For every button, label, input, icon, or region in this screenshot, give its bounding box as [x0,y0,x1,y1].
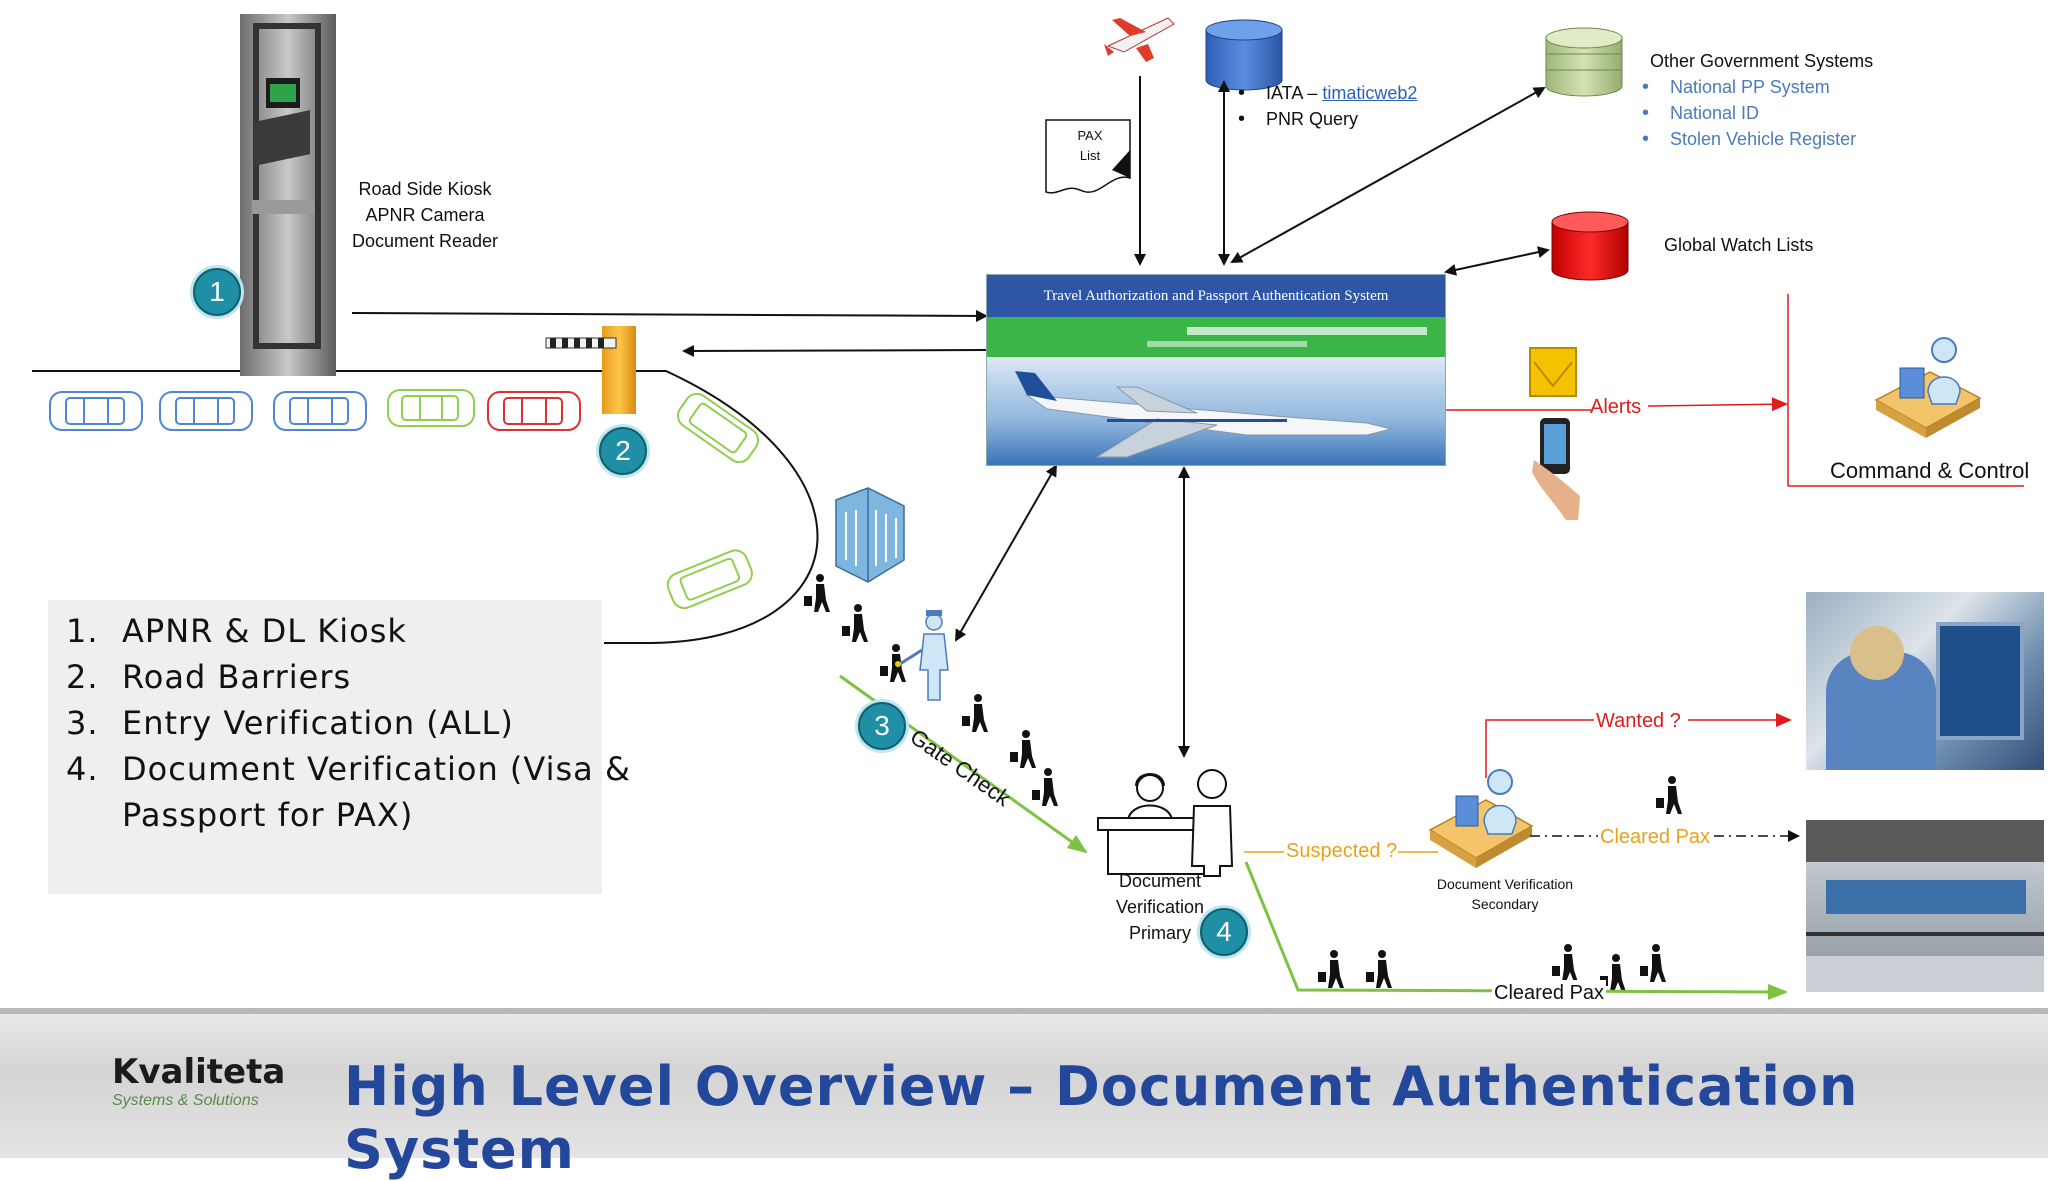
road-curve [32,370,819,644]
primary-label-line-1: Document [1118,871,1202,891]
pnr-query-item: PNR Query [1234,106,1417,132]
legend-item-4-text: Document Verification (Visa & [122,750,631,788]
airport-counter-photo [1806,820,2044,992]
legend-item-1-text: APNR & DL Kiosk [122,612,407,650]
airplane-icon [1104,17,1175,62]
legend-item-3-num: 3. [66,704,99,742]
secondary-inspection-photo [1806,592,2044,770]
primary-label-line-3: Primary [1129,923,1191,943]
kiosk-label-line-3: Document Reader [351,231,499,251]
system-hero-image [987,357,1445,465]
kiosk-label-line-2: APNR Camera [365,205,485,225]
watch-list-database-icon [1551,211,1629,281]
slide-title: High Level Overview – Document Authentic… [344,1055,1859,1181]
primary-desk-icon [1097,769,1234,877]
legend-item-2-text: Road Barriers [122,658,352,696]
primary-label-line-2: Verification [1115,897,1205,917]
photo-ceiling [1806,820,2044,862]
other-gov-item-national-id: National ID [1638,100,1856,126]
secondary-label-line-2: Secondary [1471,896,1539,912]
system-register-link [1147,341,1307,347]
kiosk-icon [240,14,336,376]
gate-officer-icon [895,610,949,701]
legend-item-3: 3. Entry Verification (ALL) [66,704,514,742]
badge-2: 2 [599,427,647,475]
legend-item-1-num: 1. [66,612,99,650]
legend-item-1: 1. APNR & DL Kiosk [66,612,407,650]
alert-envelope-icon [1529,347,1577,397]
primary-label: Document Verification Primary [1100,868,1220,946]
system-screen: Travel Authorization and Passport Authen… [986,274,1446,466]
legend-item-2: 2. Road Barriers [66,658,351,696]
diagram-canvas [16,14,2024,1116]
arrow-watchlist-system [1444,246,1550,276]
footer-bar [0,1008,2048,1158]
command-control-label: Command & Control [1830,458,2030,483]
legend-item-5-text: Passport for PAX) [122,796,414,834]
cleared-secondary-label: Cleared Pax [1600,826,1711,848]
pax-list-label-line-2: List [1079,148,1101,163]
arrow-system-gate [955,464,1057,642]
system-airliner-icon [1015,371,1392,458]
watch-lists-label: Global Watch Lists [1664,235,1814,255]
command-operator-icon [1874,337,1982,438]
legend-item-2-num: 2. [66,658,99,696]
system-login-bar [987,317,1445,357]
alert-arrow [1647,397,1788,412]
passenger-icons [804,574,1682,992]
badge-4: 4 [1200,908,1248,956]
system-title: Travel Authorization and Passport Authen… [987,275,1445,317]
terminal-building-icon [835,487,905,583]
pax-list-label: PAX List [1070,126,1110,166]
wanted-label: Wanted ? [1596,710,1681,732]
photo-counters [1826,880,2026,914]
system-login-fields [1187,327,1427,335]
kiosk-label: Road Side Kiosk APNR Camera Document Rea… [340,176,510,254]
badge-1: 1 [193,268,241,316]
brand-name: Kvaliteta [112,1052,286,1092]
brand-subtitle: Systems & Solutions [112,1092,259,1109]
secondary-label: Document Verification Secondary [1420,874,1590,914]
iata-prefix: IATA – [1266,83,1323,103]
arrow-system-to-barrier [682,344,987,357]
suspected-label: Suspected ? [1286,840,1398,862]
secondary-operator-icon [1428,769,1534,868]
pax-list-label-line-1: PAX [1077,128,1103,143]
legend-item-3-text: Entry Verification (ALL) [122,704,514,742]
photo-person-head [1850,626,1904,680]
photo-floor [1806,956,2044,992]
photo-queue-barrier [1806,932,2044,936]
secondary-label-line-1: Document Verification [1436,876,1574,892]
other-gov-item-national-pp: National PP System [1638,74,1856,100]
other-gov-list: National PP System National ID Stolen Ve… [1638,74,1856,152]
other-gov-title: Other Government Systems [1650,51,1874,71]
iata-list: IATA – timaticweb2 PNR Query [1234,80,1417,132]
legend-item-4-continued: Passport for PAX) [66,796,413,834]
legend-item-4-num: 4. [66,750,99,788]
mobile-phone-icon [1532,418,1580,520]
wanted-line-left [1485,719,1594,778]
other-gov-item-stolen-vehicle: Stolen Vehicle Register [1638,126,1856,152]
alerts-label: Alerts [1590,396,1642,418]
badge-3: 3 [858,702,906,750]
arrow-kiosk-to-system [351,309,988,322]
timaticweb2-link[interactable]: timaticweb2 [1322,83,1418,103]
kiosk-label-line-1: Road Side Kiosk [358,179,492,199]
arrow-government-system [1230,87,1546,263]
cleared-primary-arrow [1244,861,1788,1000]
pax-list-doc-icon [1045,119,1131,194]
legend-panel [48,600,602,894]
car-queue [49,389,760,610]
iata-database-icon [1205,19,1283,91]
photo-kiosk-screen [1936,622,2024,740]
government-database-icon [1545,27,1623,97]
road-barrier-icon [545,326,636,414]
iata-list-item: IATA – timaticweb2 [1234,80,1417,106]
cleared-primary-label: Cleared Pax [1492,980,1607,1006]
legend-item-4: 4. Document Verification (Visa & [66,750,631,788]
